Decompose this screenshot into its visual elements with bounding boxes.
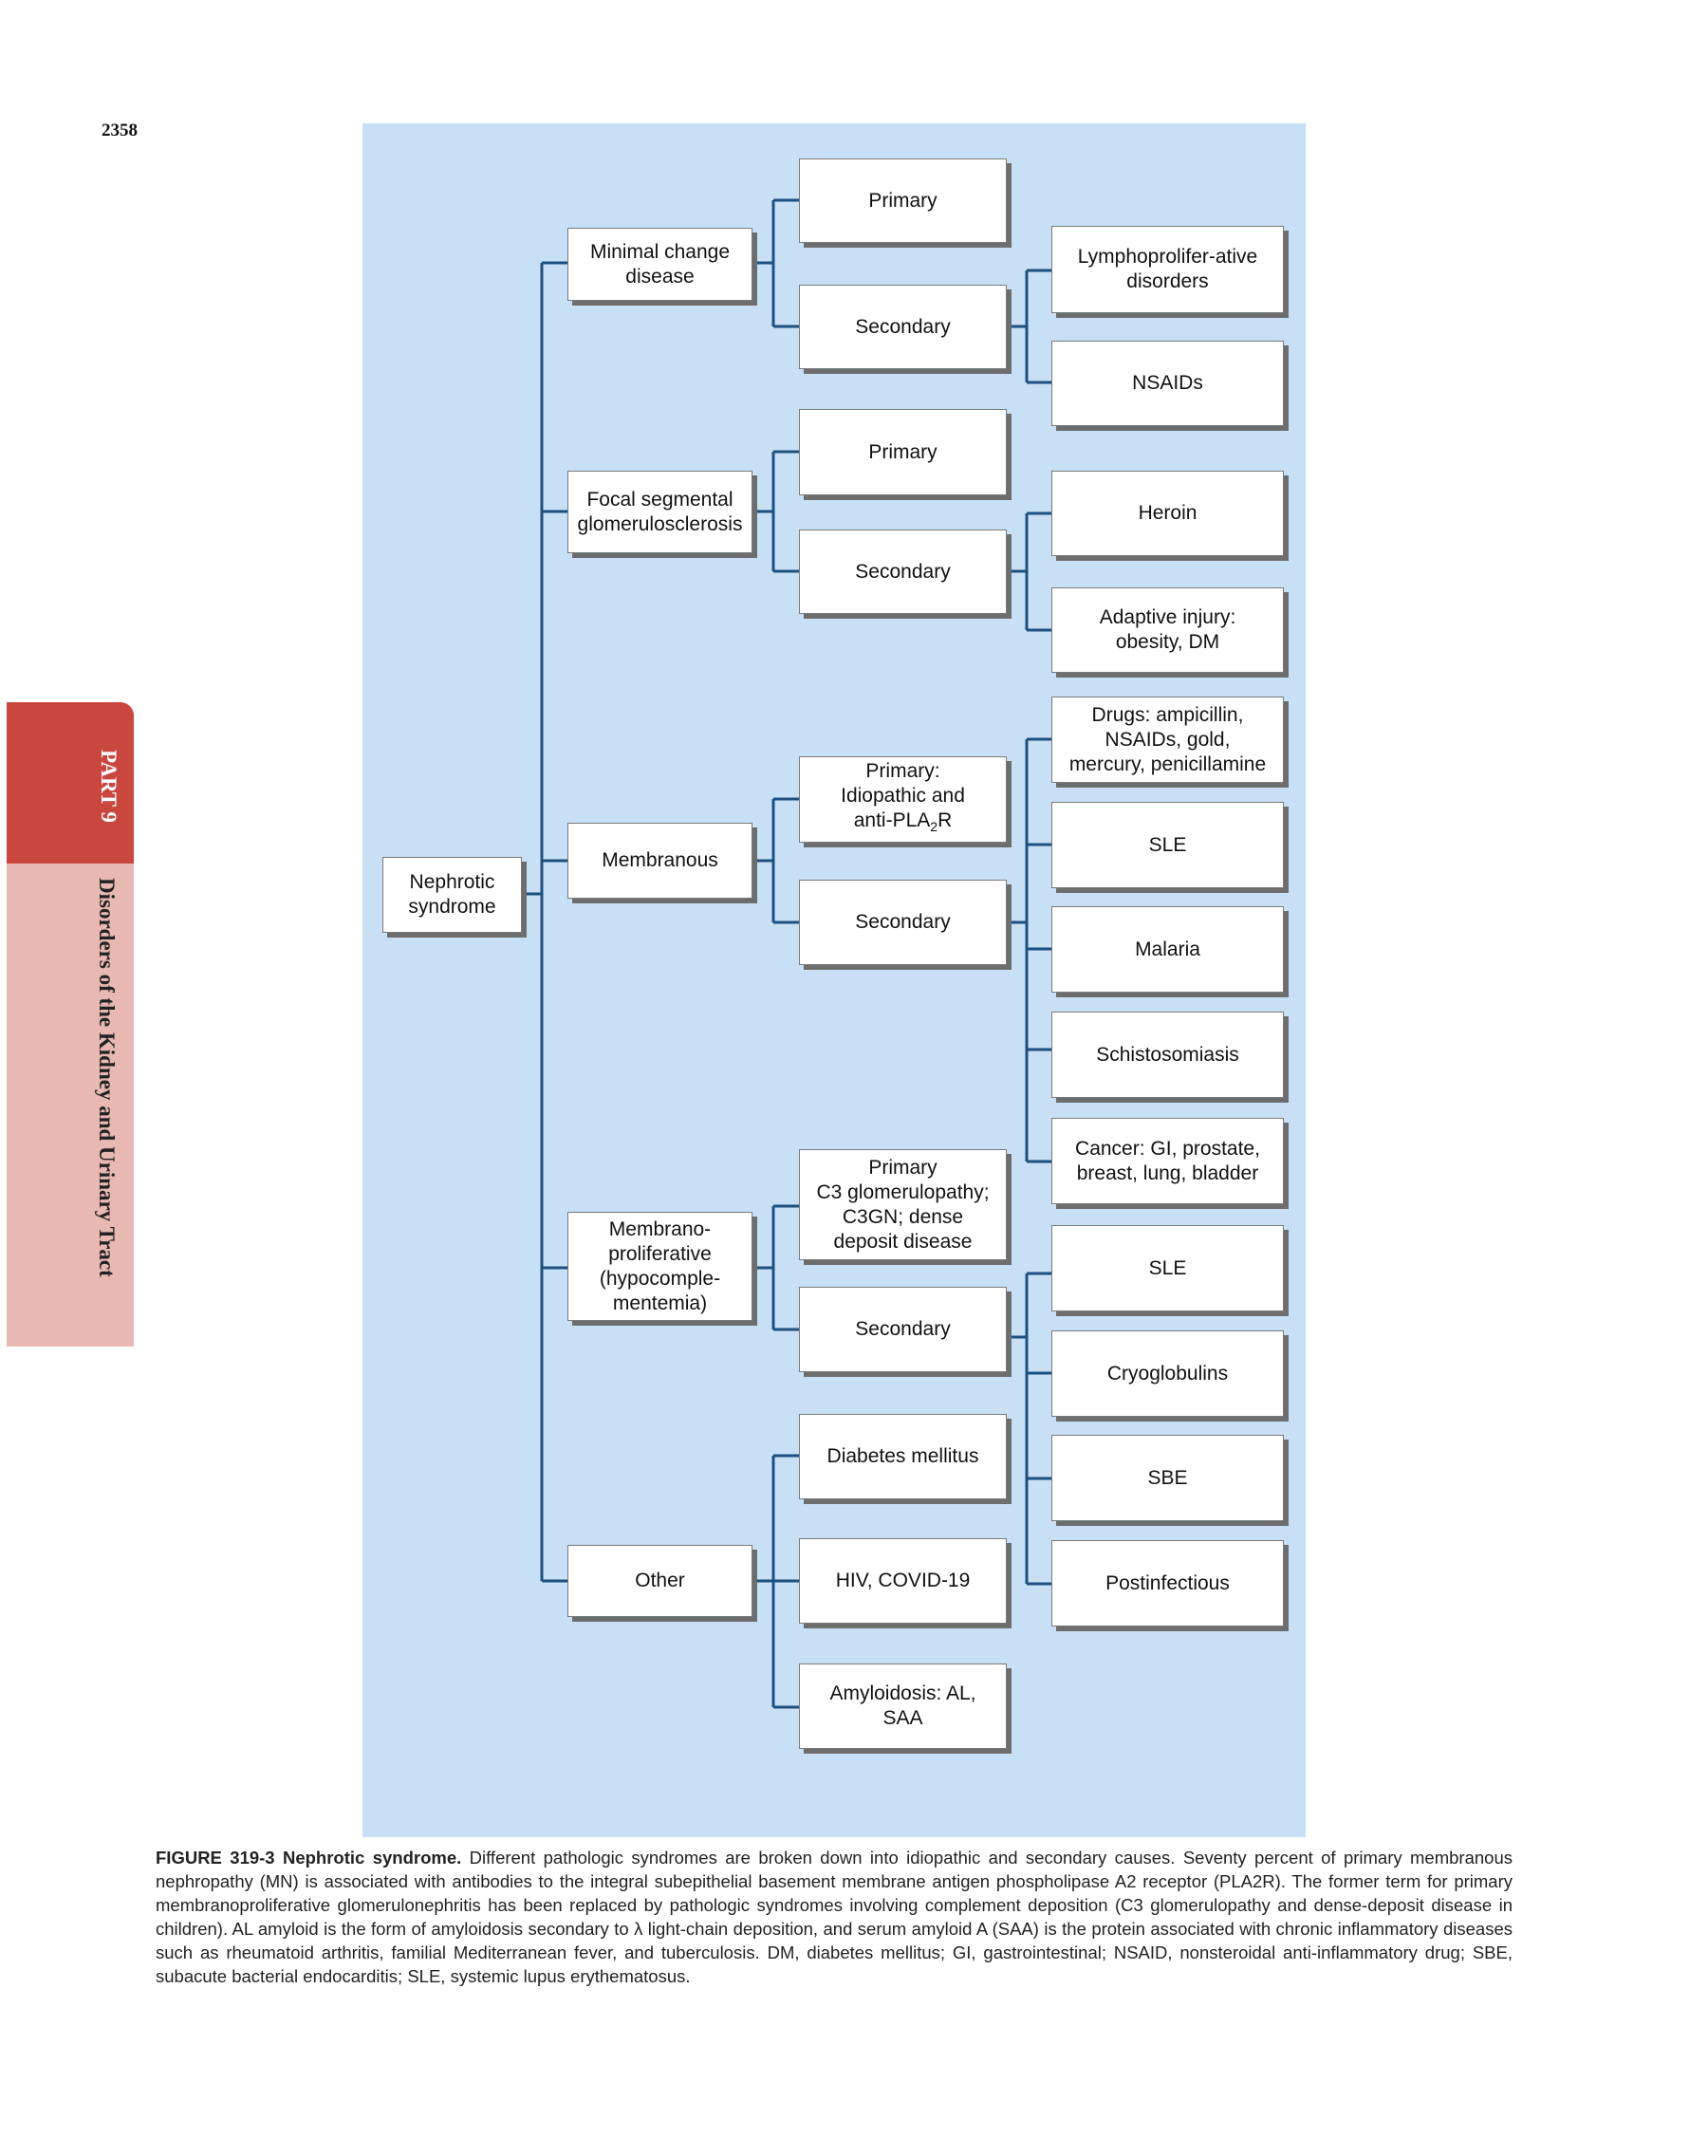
node-heroin: Heroin <box>1051 471 1284 556</box>
node-mpgn-sle: SLE <box>1051 1225 1284 1311</box>
connector-mpgn <box>752 1204 799 1331</box>
node-schistosomiasis: Schistosomiasis <box>1051 1012 1284 1098</box>
node-membranous: Membranous <box>567 823 752 899</box>
connector-fsgs <box>752 450 799 573</box>
node-mn-secondary: Secondary <box>799 880 1007 965</box>
connector-mn-secondary <box>1007 737 1051 1163</box>
connector-mcd <box>752 198 799 328</box>
mn-primary-subscript: 2 <box>930 819 938 835</box>
node-fsgs-primary: Primary <box>799 409 1007 495</box>
node-amyloidosis: Amyloidosis: AL, SAA <box>799 1663 1007 1749</box>
node-mn-sle: SLE <box>1051 802 1284 888</box>
mn-primary-text: Primary: Idiopathic and anti-PLA2R <box>841 759 965 839</box>
part-tab <box>7 702 134 864</box>
node-cryoglobulins: Cryoglobulins <box>1051 1330 1284 1417</box>
node-mpgn-secondary: Secondary <box>799 1287 1007 1372</box>
page-number: 2358 <box>102 121 138 140</box>
node-fsgs-secondary: Secondary <box>799 530 1007 614</box>
node-focal-segmental-glomerulosclerosis: Focal segmental glomerulosclerosis <box>567 471 752 553</box>
figure-caption: FIGURE 319-3 Nephrotic syndrome. Differe… <box>156 1846 1513 1988</box>
connector-root <box>522 261 567 1583</box>
node-mn-primary: Primary: Idiopathic and anti-PLA2R <box>799 756 1007 843</box>
node-mcd-primary: Primary <box>799 158 1007 243</box>
chapter-title: Disorders of the Kidney and Urinary Trac… <box>95 878 119 1277</box>
connector-mn <box>752 797 799 924</box>
node-diabetes-mellitus: Diabetes mellitus <box>799 1414 1007 1499</box>
connector-mpgn-secondary <box>1007 1272 1051 1586</box>
node-lymphoproliferative-disorders: Lymphoprolifer-ative disorders <box>1051 226 1284 313</box>
connector-fsgs-secondary <box>1007 511 1051 632</box>
mn-primary-text-main: Primary: Idiopathic and anti-PLA <box>841 760 965 832</box>
part-label: PART 9 <box>97 750 121 823</box>
mn-primary-text-end: R <box>938 809 953 832</box>
node-other: Other <box>567 1545 752 1617</box>
node-sbe: SBE <box>1051 1435 1284 1521</box>
connector-mcd-secondary <box>1007 269 1051 384</box>
caption-text: Different pathologic syndromes are broke… <box>156 1848 1513 1986</box>
node-mpgn-primary: Primary C3 glomerulopathy; C3GN; dense d… <box>799 1149 1007 1260</box>
node-cancer: Cancer: GI, prostate, breast, lung, blad… <box>1051 1118 1284 1204</box>
node-minimal-change-disease: Minimal change disease <box>567 228 752 301</box>
node-nsaids: NSAIDs <box>1051 341 1284 426</box>
node-membranoproliferative: Membrano- proliferative (hypocomple- men… <box>567 1212 752 1321</box>
connector-other <box>752 1454 799 1709</box>
node-malaria: Malaria <box>1051 906 1284 993</box>
node-adaptive-injury: Adaptive injury: obesity, DM <box>1051 587 1284 673</box>
node-postinfectious: Postinfectious <box>1051 1540 1284 1626</box>
chapter-tab <box>7 864 134 1347</box>
node-drugs: Drugs: ampicillin, NSAIDs, gold, mercury… <box>1051 697 1284 783</box>
caption-lead: FIGURE 319-3 Nephrotic syndrome. <box>156 1848 462 1868</box>
node-hiv-covid: HIV, COVID-19 <box>799 1538 1007 1624</box>
node-mcd-secondary: Secondary <box>799 285 1007 369</box>
node-nephrotic-syndrome: Nephrotic syndrome <box>382 857 522 933</box>
